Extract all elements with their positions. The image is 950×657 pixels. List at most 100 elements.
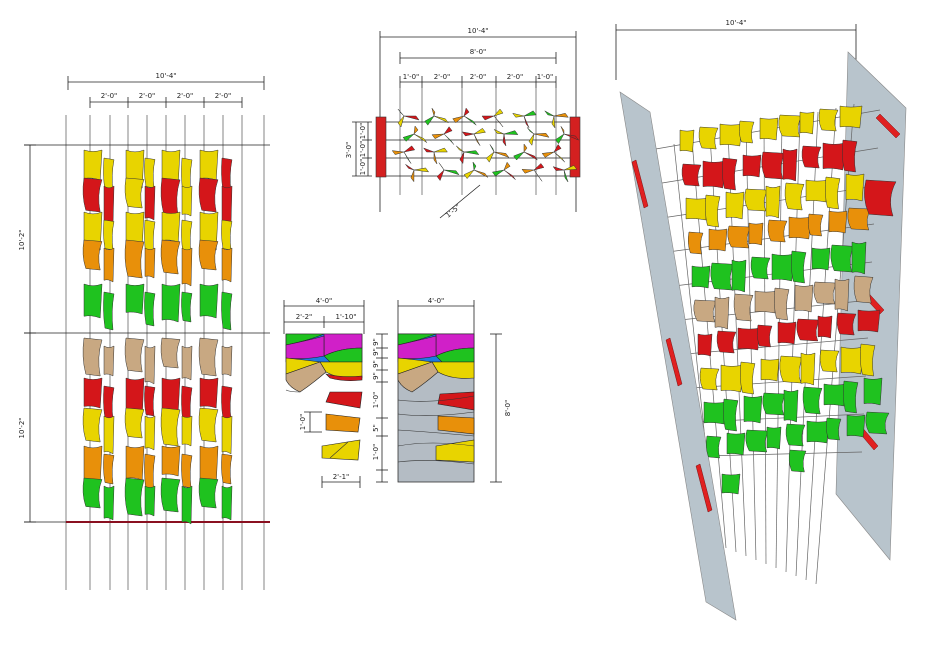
plan-inner-width: 8'-0" — [470, 48, 487, 56]
leaf-shape — [181, 485, 193, 525]
leaf-shape — [748, 222, 764, 246]
leaf-shape — [863, 377, 883, 406]
perspective-leaves — [679, 105, 897, 495]
leaf-shape — [181, 185, 193, 217]
leaf-shape — [199, 149, 219, 181]
plan-leaf — [533, 133, 550, 138]
leaf-shape — [221, 345, 233, 377]
leaf-shape — [725, 191, 745, 220]
plan-leaf — [533, 163, 545, 171]
leaf-shape — [144, 415, 156, 451]
plan-depth-2: 1'-0" — [359, 141, 367, 158]
leaf-shape — [161, 377, 181, 413]
perspective-overall-width: 10'-4" — [725, 19, 746, 27]
plan-leaf — [481, 115, 495, 121]
leaf-shape — [699, 367, 720, 391]
leaf-shape — [824, 176, 841, 210]
plan-leaf — [405, 164, 415, 171]
leaf-shape — [103, 385, 115, 421]
plan-leaf — [433, 115, 449, 123]
leaf-shape — [767, 219, 788, 243]
plan-leaf — [443, 133, 455, 145]
leaf-shape — [721, 157, 738, 191]
plan-leaf — [463, 115, 477, 126]
plan-depth-3: 1'-0" — [359, 159, 367, 176]
plan-leaf — [433, 151, 438, 165]
leaf-shape — [845, 173, 865, 202]
leaf-shape — [198, 177, 219, 213]
leaf-shape — [784, 182, 805, 211]
left-side-panel — [619, 91, 737, 621]
plan-leaf — [424, 115, 435, 126]
bay-4-width: 2'-0" — [215, 92, 232, 100]
plan-leaf — [463, 150, 480, 155]
leaf-shape — [813, 281, 838, 305]
plan-leaf — [523, 143, 528, 153]
leaf-shape — [221, 453, 233, 485]
leaf-shape — [788, 449, 807, 473]
plan-spacing-4: 2'-0" — [507, 73, 524, 81]
leaf-shape — [198, 239, 219, 271]
grid-row-5: 1'-0" — [372, 392, 380, 409]
leaf-shape — [144, 185, 156, 221]
perspective-wire — [703, 451, 863, 457]
plan-leaf — [431, 133, 445, 140]
panel-orange-piece — [325, 413, 361, 433]
leaf-shape — [181, 345, 193, 381]
leaf-shape — [125, 445, 145, 481]
leaf-shape — [825, 417, 842, 441]
plan-leaf — [473, 169, 489, 178]
leaf-shape — [103, 485, 115, 521]
leaf-shape — [794, 284, 814, 313]
plan-leaf — [533, 169, 543, 182]
leaf-shape — [103, 185, 115, 225]
grid-row-6: 5" — [372, 424, 380, 432]
plan-leaf — [541, 151, 555, 158]
leaf-shape — [103, 247, 115, 283]
plan-leaf — [473, 128, 486, 135]
leaf-shape — [221, 385, 233, 421]
leaf-shape — [796, 318, 821, 342]
leaf-shape — [714, 296, 730, 330]
plan-leaf — [410, 169, 415, 183]
elevation-leaves — [82, 149, 233, 525]
leaf-shape — [703, 401, 727, 425]
leaf-shape — [823, 383, 847, 407]
plan-left-post — [375, 116, 387, 178]
leaf-shape — [811, 247, 831, 271]
leaf-shape — [82, 407, 103, 443]
leaf-shape — [754, 290, 778, 314]
plan-leaf — [493, 151, 510, 158]
leaf-shape — [160, 239, 181, 275]
leaf-shape — [103, 453, 115, 485]
leaf-shape — [160, 407, 181, 447]
leaf-shape — [124, 477, 145, 517]
leaf-shape — [103, 415, 115, 455]
plan-leaf — [523, 115, 530, 129]
leaf-shape — [716, 330, 737, 354]
panel-red-piece — [325, 391, 363, 409]
plan-spacing-3: 2'-0" — [470, 73, 487, 81]
leaf-shape — [82, 177, 103, 213]
leaf-shape — [739, 361, 756, 395]
leaf-shape — [198, 407, 219, 443]
leaf-shape — [691, 265, 711, 289]
grid-row-4: 9" — [372, 372, 380, 380]
plan-leaf — [485, 151, 495, 163]
leaf-shape — [773, 287, 790, 321]
leaf-shape — [144, 247, 156, 279]
plan-leaf — [493, 115, 504, 128]
leaf-shape — [805, 179, 829, 203]
leaf-shape — [762, 392, 787, 416]
leaf-shape — [836, 312, 857, 336]
plan-diagonal: 1'-5" — [444, 203, 462, 220]
plan-leaf — [436, 169, 445, 182]
leaf-shape — [783, 389, 799, 423]
plan-leaf — [461, 131, 475, 137]
leaf-shape — [181, 453, 193, 489]
leaf-shape — [103, 291, 115, 331]
plan-leaf — [413, 133, 428, 143]
leaf-shape — [742, 154, 762, 178]
leaf-shape — [199, 283, 219, 319]
plan-leaf — [413, 125, 419, 135]
